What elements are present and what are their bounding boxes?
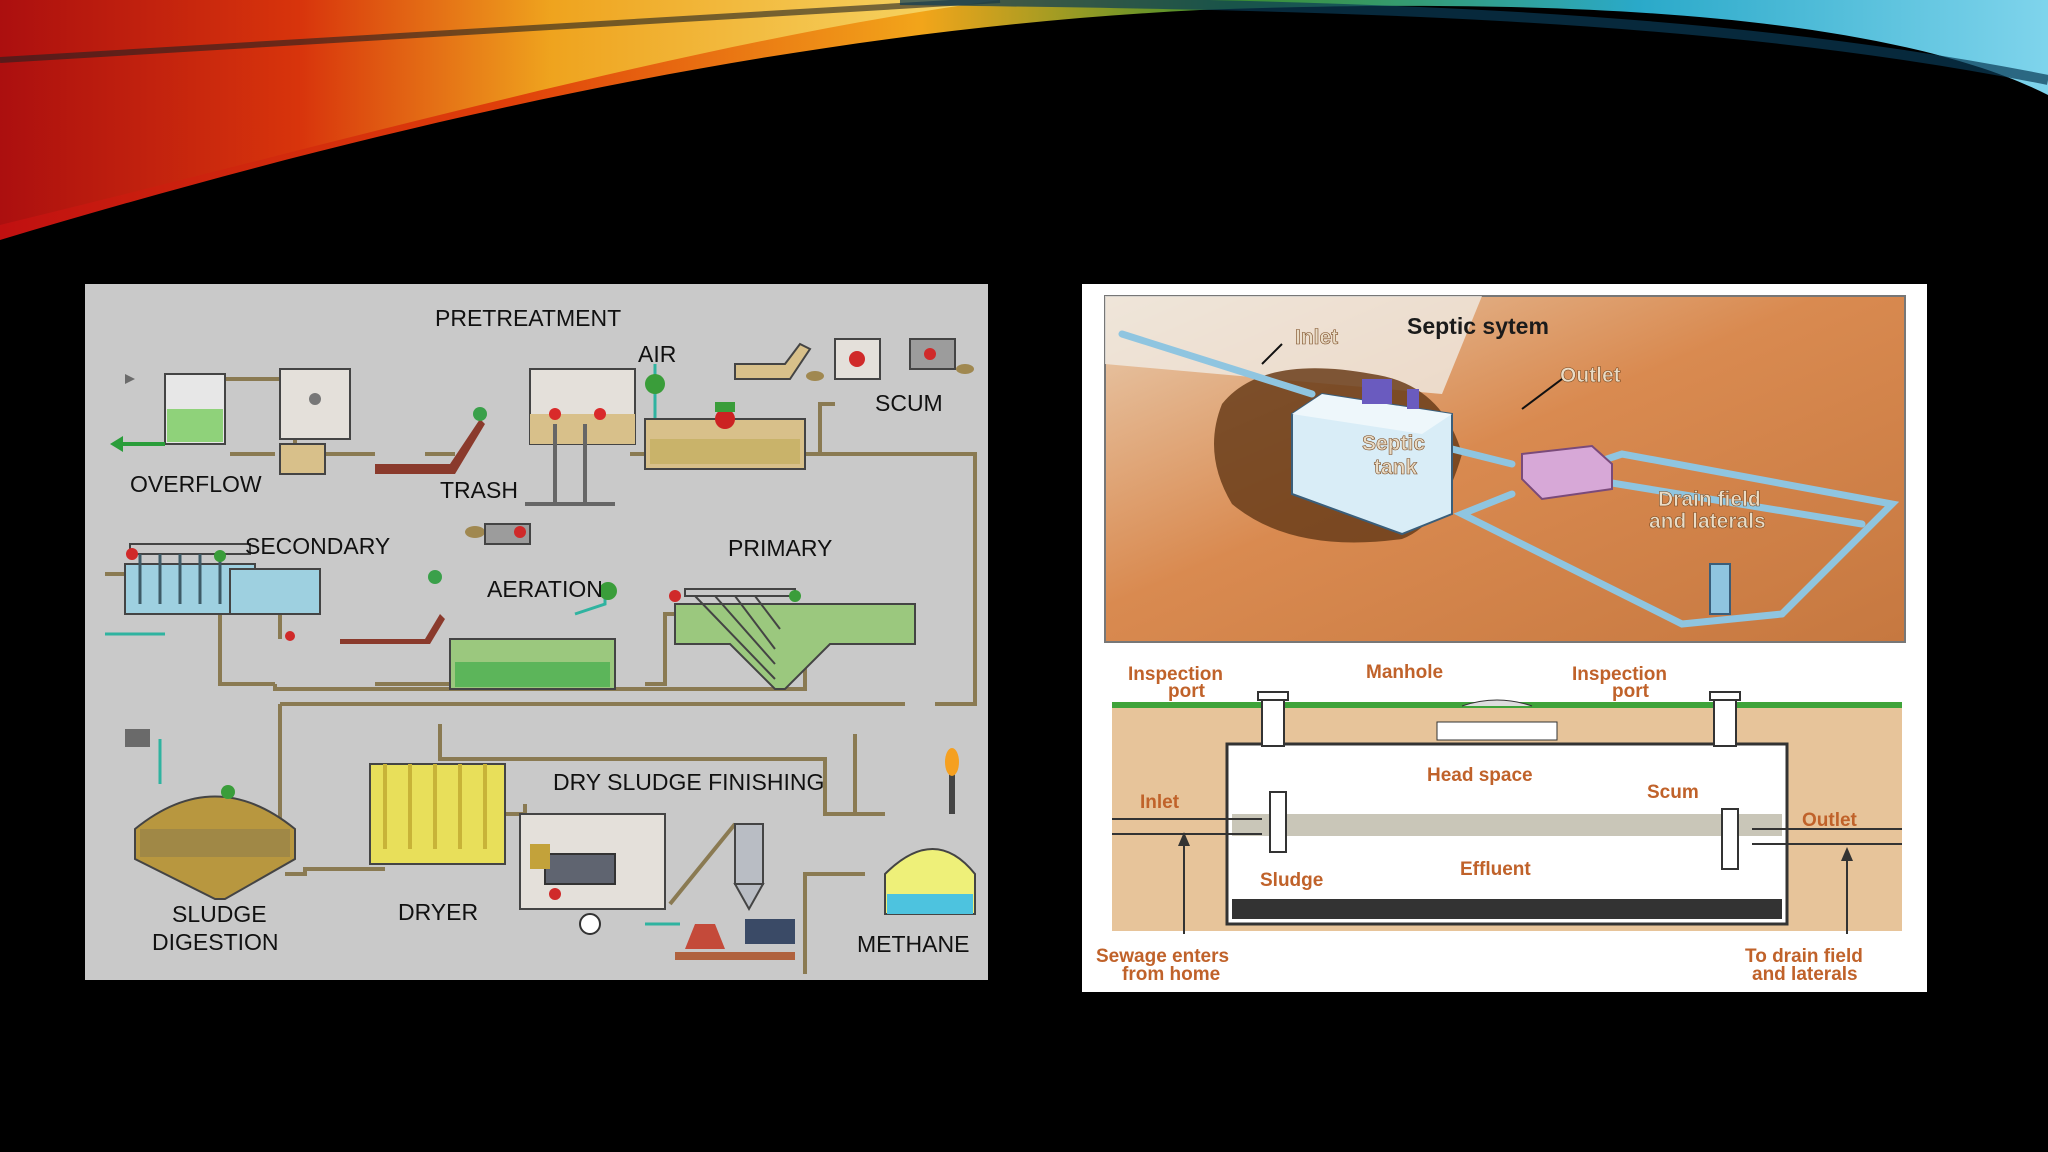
label-primary: PRIMARY [728,535,832,561]
label-outlet-top: Outlet [1560,364,1621,387]
label-head-space: Head space [1427,765,1533,786]
label-overflow: OVERFLOW [130,471,262,497]
label-pretreatment: PRETREATMENT [435,305,621,331]
label-scum-section: Scum [1647,782,1699,803]
label-methane: METHANE [857,931,969,957]
label-dry-sludge-finishing: DRY SLUDGE FINISHING [553,769,824,795]
label-trash: TRASH [440,477,518,503]
label-dryer: DRYER [398,899,478,925]
label-inspection-port-right-1: Inspection [1572,664,1667,685]
label-septic-tank-2: tank [1374,456,1418,479]
label-air: AIR [638,341,676,367]
label-sewage-enters-1: Sewage enters [1096,946,1229,967]
label-effluent: Effluent [1460,859,1531,880]
label-scum: SCUM [875,390,943,416]
label-sewage-enters-2: from home [1122,964,1220,985]
label-manhole: Manhole [1366,662,1443,683]
label-drain-field-2: and laterals [1649,510,1766,533]
label-sludge-section: Sludge [1260,870,1323,891]
label-to-drain-field-1: To drain field [1745,946,1863,967]
label-digestion: DIGESTION [152,929,279,955]
label-drain-field-1: Drain field [1658,488,1761,511]
treatment-plant-diagram: PRETREATMENT AIR SCUM OVERFLOW TRASH SEC… [85,284,988,980]
label-secondary: SECONDARY [245,533,390,559]
label-inspection-port-left-1: Inspection [1128,664,1223,685]
label-inlet-section: Inlet [1140,792,1180,813]
label-to-drain-field-2: and laterals [1752,964,1858,985]
label-inlet-top: Inlet [1295,326,1338,349]
label-aeration: AERATION [487,576,603,602]
label-septic-tank-1: Septic [1362,432,1425,455]
decorative-banner [0,0,2048,240]
label-inspection-port-left-2: port [1168,681,1206,702]
septic-title: Septic sytem [1407,313,1549,339]
septic-system-diagram: Septic sytem Inlet Outlet Septic tank Dr… [1082,284,1927,992]
label-inspection-port-right-2: port [1612,681,1650,702]
label-outlet-section: Outlet [1802,810,1858,831]
label-sludge: SLUDGE [172,901,267,927]
